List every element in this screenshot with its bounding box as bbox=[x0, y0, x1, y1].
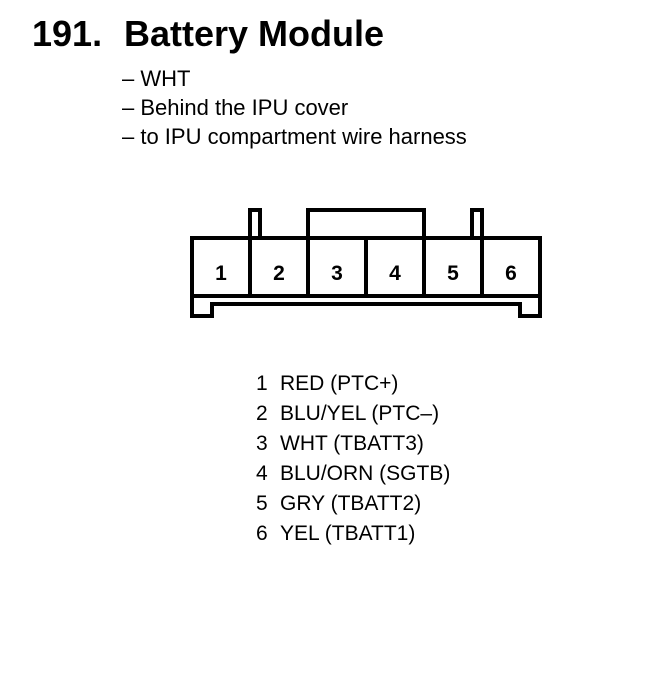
note-harness: – to IPU compartment wire harness bbox=[122, 124, 467, 149]
right-key-tab bbox=[470, 208, 484, 238]
pinout-row: 2 BLU/YEL (PTC–) bbox=[256, 399, 450, 429]
pinout-row: 3 WHT (TBATT3) bbox=[256, 429, 450, 459]
left-key-tab bbox=[248, 208, 262, 238]
pin-wire: WHT (TBATT3) bbox=[280, 432, 424, 455]
pin-wire: GRY (TBATT2) bbox=[280, 492, 422, 515]
pinout-row: 1 RED (PTC+) bbox=[256, 369, 450, 399]
pin-wire: YEL (TBATT1) bbox=[280, 522, 416, 545]
pinout-row: 4 BLU/ORN (SGTB) bbox=[256, 459, 450, 489]
cavity-label-6: 6 bbox=[505, 262, 517, 285]
pin-number: 1 bbox=[256, 372, 268, 395]
connector-diagram: 1 2 3 4 5 6 bbox=[190, 208, 542, 318]
pinout-row: 6 YEL (TBATT1) bbox=[256, 519, 450, 549]
pin-number: 4 bbox=[256, 462, 268, 485]
cavity-label-4: 4 bbox=[389, 262, 401, 285]
cavity-label-5: 5 bbox=[447, 262, 459, 285]
pin-number: 2 bbox=[256, 402, 268, 425]
pin-wire: RED (PTC+) bbox=[280, 372, 399, 395]
pinout-list: 1 RED (PTC+) 2 BLU/YEL (PTC–) 3 WHT (TBATT3… bbox=[256, 369, 450, 549]
component-notes: – WHT – Behind the IPU cover – to IPU co… bbox=[122, 64, 467, 151]
note-location: – Behind the IPU cover bbox=[122, 95, 349, 120]
component-name: Battery Module bbox=[124, 13, 385, 54]
page-title: 191. Battery Module bbox=[32, 12, 384, 56]
pin-wire: BLU/ORN (SGTB) bbox=[280, 462, 451, 485]
cavity-label-3: 3 bbox=[331, 262, 343, 285]
center-lock-tab bbox=[306, 208, 426, 238]
pinout-row: 5 GRY (TBATT2) bbox=[256, 489, 450, 519]
pin-number: 6 bbox=[256, 522, 268, 545]
cavity-label-2: 2 bbox=[273, 262, 285, 285]
connector-housing bbox=[190, 236, 542, 318]
pin-number: 5 bbox=[256, 492, 268, 515]
component-number: 191. bbox=[32, 13, 103, 54]
cavity-label-1: 1 bbox=[215, 262, 227, 285]
pin-wire: BLU/YEL (PTC–) bbox=[280, 402, 440, 425]
note-color: – WHT bbox=[122, 66, 191, 91]
pin-number: 3 bbox=[256, 432, 268, 455]
